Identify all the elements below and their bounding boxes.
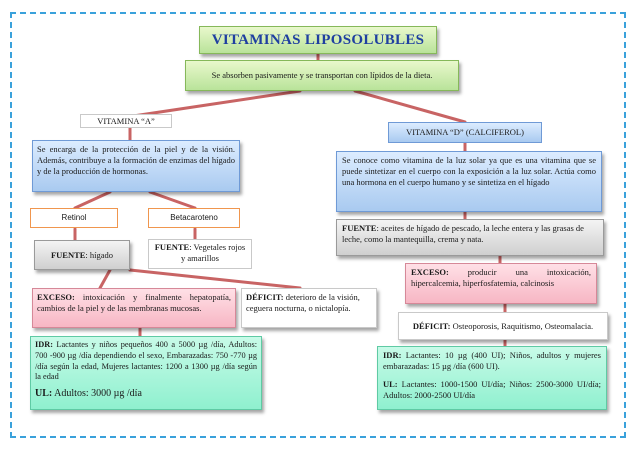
intro-box: Se absorben pasivamente y se transportan… xyxy=(185,60,459,91)
connector-intro-vitamin-d xyxy=(353,89,467,124)
vitamin-a-idr: IDR: Lactantes y niños pequeños 400 a 50… xyxy=(35,340,257,383)
vitamin-d-idr-text: Lactantes: 10 µg (400 UI); Niños, adulto… xyxy=(383,350,601,372)
vitamin-d-idr: IDR: Lactantes: 10 µg (400 UI); Niños, a… xyxy=(383,350,601,372)
vitamin-d-source-label: FUENTE xyxy=(342,223,377,233)
betacaroteno-source-label: FUENTE xyxy=(154,242,190,252)
intro-text: Se absorben pasivamente y se transportan… xyxy=(211,70,433,80)
vitamin-a-ul: UL: Adultos: 3000 µg /día xyxy=(35,387,257,400)
vitamin-d-excess: EXCESO: producir una intoxicación, hiper… xyxy=(405,263,597,304)
vitamin-a-deficit: DÉFICIT: deterioro de la visión, ceguera… xyxy=(241,288,377,328)
vitamin-d-idr-label: IDR: xyxy=(383,350,402,360)
vitamin-a-excess-label: EXCESO: xyxy=(37,292,75,302)
vitamin-d-excess-text: producir una intoxicación, hipercalcemia… xyxy=(411,267,591,289)
diagram-title: VITAMINAS LIPOSOLUBLES xyxy=(199,26,437,54)
vitamin-d-description: Se conoce como vitamina de la luz solar … xyxy=(336,151,602,212)
vitamin-d-ul-label: UL: xyxy=(383,379,398,390)
connector-source-excess xyxy=(98,268,112,290)
vitamin-a-deficit-text: deterioro de la visión, ceguera nocturna… xyxy=(246,292,360,314)
vitamin-d-ul: UL: Lactantes: 1000-1500 UI/día; Niños: … xyxy=(383,379,601,401)
form-retinol-text: Retinol xyxy=(61,213,87,222)
vitamin-a-ul-label: UL: xyxy=(35,388,53,400)
connector-source-deficit xyxy=(128,268,302,290)
vitamin-d-deficit-text: Osteoporosis, Raquitismo, Osteomalacia. xyxy=(450,321,594,331)
form-betacaroteno-text: Betacaroteno xyxy=(170,213,218,222)
vitamin-a-ul-text: Adultos: 3000 µg /día xyxy=(52,388,142,400)
vitamin-d-source-text: : aceites de hígado de pescado, la leche… xyxy=(342,223,584,245)
vitamin-d-source: FUENTE: aceites de hígado de pescado, la… xyxy=(336,219,604,256)
vitamin-d-ul-text: Lactantes: 1000-1500 UI/día; Niños: 2500… xyxy=(383,379,601,401)
retinol-source-text: : hígado xyxy=(85,250,114,260)
dashed-border-frame xyxy=(10,12,626,438)
vitamin-d-label: VITAMINA “D” (CALCIFEROL) xyxy=(388,122,542,143)
connector-desc-beta xyxy=(148,190,197,210)
vitamin-a-idr-ul: IDR: Lactantes y niños pequeños 400 a 50… xyxy=(30,336,262,410)
retinol-source: FUENTE: hígado xyxy=(34,240,130,270)
title-text: VITAMINAS LIPOSOLUBLES xyxy=(211,32,425,48)
form-betacaroteno: Betacaroteno xyxy=(148,208,240,228)
betacaroteno-source: FUENTE: Vegetales rojos y amarillos xyxy=(148,239,252,269)
vitamin-d-deficit-label: DÉFICIT: xyxy=(412,321,451,331)
betacaroteno-source-text: : Vegetales rojos y amarillos xyxy=(180,242,246,264)
vitamin-a-excess-text: intoxicación y finalmente hepatopatía, c… xyxy=(37,292,231,314)
vitamin-a-deficit-label: DÉFICIT: xyxy=(246,292,284,302)
vitamin-d-label-text: VITAMINA “D” (CALCIFEROL) xyxy=(406,127,524,137)
vitamin-d-excess-label: EXCESO: xyxy=(411,267,449,277)
retinol-source-label: FUENTE xyxy=(50,250,86,260)
connector-desc-retinol xyxy=(73,190,112,210)
vitamin-a-idr-label: IDR: xyxy=(35,340,53,349)
vitamin-a-label-text: VITAMINA “A” xyxy=(97,116,155,126)
vitamin-d-deficit: DÉFICIT: Osteoporosis, Raquitismo, Osteo… xyxy=(398,312,608,340)
vitamin-d-description-text: Se conoce como vitamina de la luz solar … xyxy=(342,155,596,188)
vitamin-a-description: Se encarga de la protección de la piel y… xyxy=(32,140,240,192)
vitamin-d-idr-ul: IDR: Lactantes: 10 µg (400 UI); Niños, a… xyxy=(377,346,607,410)
vitamin-a-idr-text: Lactantes y niños pequeños 400 a 5000 µg… xyxy=(35,340,257,382)
vitamin-a-description-text: Se encarga de la protección de la piel y… xyxy=(37,144,235,177)
vitamin-a-excess: EXCESO: intoxicación y finalmente hepato… xyxy=(32,288,236,328)
vitamin-a-label: VITAMINA “A” xyxy=(80,114,172,128)
connector-intro-vitamin-a xyxy=(118,89,302,120)
form-retinol: Retinol xyxy=(30,208,118,228)
